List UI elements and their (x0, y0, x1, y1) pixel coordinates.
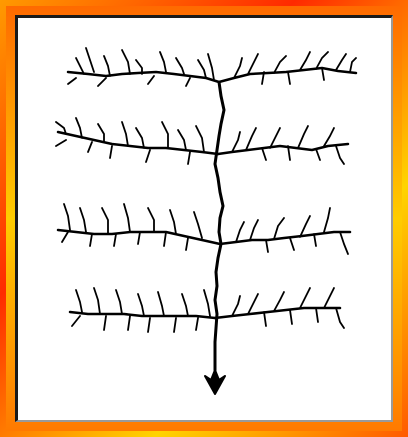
diagram-canvas (15, 15, 393, 422)
branch-tier-3 (58, 204, 350, 254)
branch-tier-1 (68, 48, 356, 86)
branch-tier-4 (70, 288, 344, 332)
main-trunk (215, 82, 224, 370)
flow-arrow-icon (205, 370, 225, 394)
branch-tier-2 (56, 118, 348, 164)
drainage-tree-diagram (18, 18, 391, 420)
